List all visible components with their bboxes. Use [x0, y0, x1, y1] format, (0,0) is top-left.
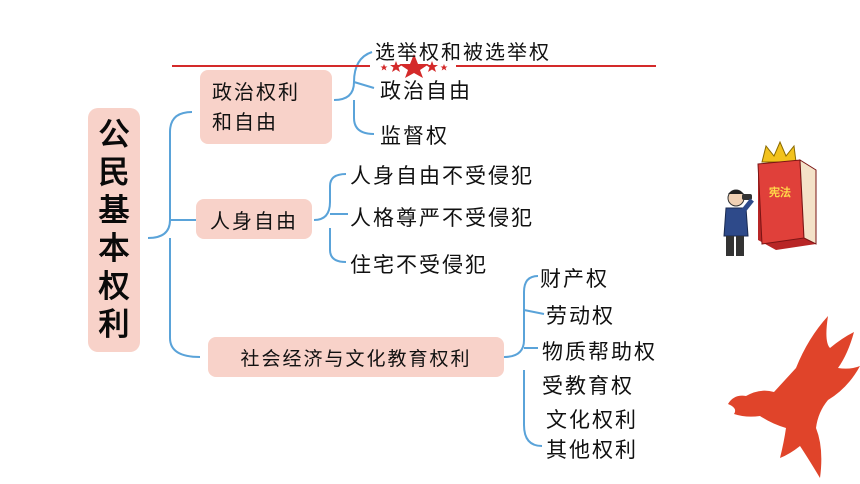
leaf-item: 其他权利 — [546, 438, 638, 462]
leaf-item: 文化权利 — [546, 408, 638, 432]
category-label-line: 政治权利 — [212, 80, 300, 104]
leaf-item: 劳动权 — [546, 304, 615, 328]
leaf-item: 人格尊严不受侵犯 — [350, 206, 534, 230]
decor-red-line-right — [456, 65, 656, 67]
big-star-icon — [399, 54, 429, 78]
root-char: 民 — [98, 155, 130, 191]
root-node: 公 民 基 本 权 利 — [88, 108, 140, 352]
leaf-item: 受教育权 — [542, 374, 634, 398]
decor-stars — [380, 54, 448, 78]
socio-bracket — [503, 275, 545, 447]
leaf-item: 政治自由 — [380, 79, 472, 103]
leaf-item: 住宅不受侵犯 — [350, 253, 488, 277]
bird-icon — [728, 316, 860, 478]
book-title-text: 宪法 — [769, 185, 791, 199]
category-socioeconomic-rights: 社会经济与文化教育权利 — [208, 337, 504, 377]
category-personal-freedom: 人身自由 — [196, 199, 312, 239]
category-label: 人身自由 — [210, 208, 298, 233]
man-figure-icon — [723, 189, 754, 256]
leaf-item: 人身自由不受侵犯 — [350, 164, 534, 188]
root-char: 公 — [98, 117, 130, 153]
small-star-icon — [426, 61, 438, 72]
book-icon: 宪法 — [757, 159, 817, 250]
crown-icon — [761, 140, 797, 163]
red-bird-illustration — [728, 316, 860, 478]
constitution-illustration: 宪法 — [723, 140, 817, 256]
leaf-item: 物质帮助权 — [542, 340, 657, 364]
root-char: 基 — [98, 193, 130, 229]
category-label: 社会经济与文化教育权利 — [240, 347, 472, 370]
tiny-star-icon — [380, 64, 388, 71]
personal-bracket — [313, 173, 348, 263]
root-branch-low — [169, 238, 201, 358]
category-political-rights: 政治权利 和自由 — [200, 70, 332, 144]
political-bracket — [333, 51, 375, 135]
root-char: 本 — [98, 231, 130, 267]
leaf-item: 监督权 — [380, 124, 449, 148]
root-bracket — [147, 111, 193, 239]
leaf-item: 财产权 — [540, 267, 609, 291]
leaf-item: 选举权和被选举权 — [375, 40, 551, 64]
decor-red-line-left — [172, 65, 370, 67]
root-char: 权 — [98, 269, 130, 305]
root-char: 利 — [98, 307, 130, 343]
category-label-line: 和自由 — [212, 110, 278, 134]
tiny-star-icon — [440, 64, 448, 71]
small-star-icon — [390, 61, 402, 72]
